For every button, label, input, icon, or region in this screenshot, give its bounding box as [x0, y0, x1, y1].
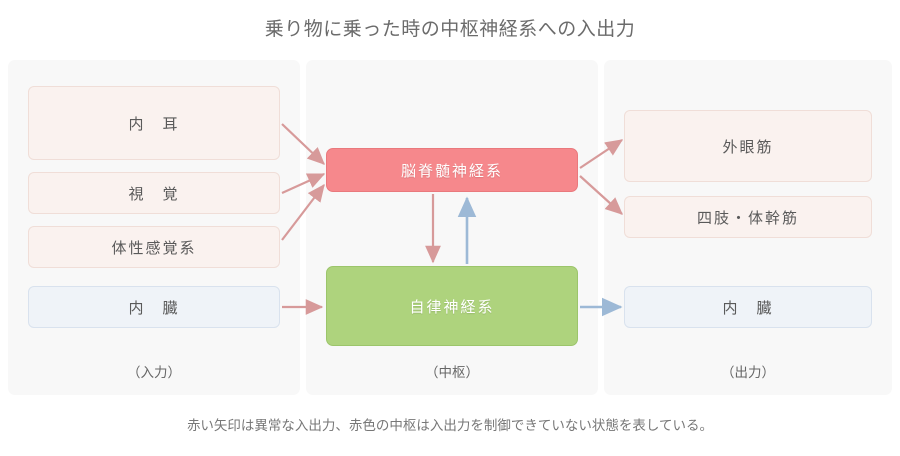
- page-title: 乗り物に乗った時の中枢神経系への入出力: [264, 19, 636, 40]
- node-viscera-output[interactable]: 内 臓: [624, 286, 872, 328]
- figure-caption: 赤い矢印は異常な入出力、赤色の中枢は入出力を制御できていない状態を表している。: [186, 418, 714, 433]
- node-inner-ear[interactable]: 内 耳: [28, 86, 280, 160]
- column-label-input: （入力）: [127, 365, 181, 380]
- node-extraocular-muscles[interactable]: 外眼筋: [624, 110, 872, 182]
- column-label-output: （出力）: [721, 365, 775, 380]
- node-somatosensory[interactable]: 体性感覚系: [28, 226, 280, 268]
- node-cerebrospinal-nervous-system[interactable]: 脳脊髄神経系: [326, 148, 578, 192]
- node-limb-trunk-muscles[interactable]: 四肢・体幹筋: [624, 196, 872, 238]
- node-viscera-input[interactable]: 内 臓: [28, 286, 280, 328]
- node-vision[interactable]: 視 覚: [28, 172, 280, 214]
- node-autonomic-nervous-system[interactable]: 自律神経系: [326, 266, 578, 346]
- column-label-center: （中枢）: [425, 365, 479, 380]
